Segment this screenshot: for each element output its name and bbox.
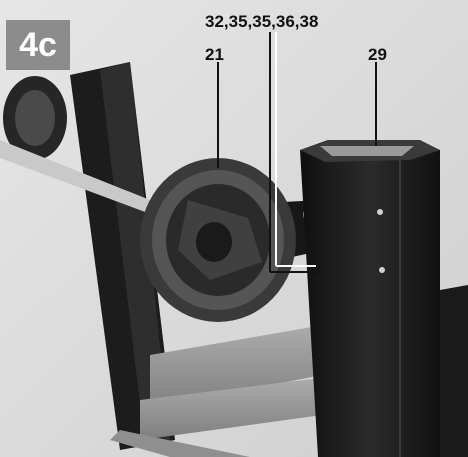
- wheel: [140, 158, 296, 322]
- wheel-part-label: 21: [205, 45, 224, 64]
- post-part-label: 29: [368, 45, 387, 64]
- vertical-post: [300, 140, 440, 457]
- axle-rod: [0, 140, 175, 222]
- step-number-badge: 4c: [6, 20, 70, 70]
- hardware-parts-label: 32,35,35,36,38: [205, 12, 319, 31]
